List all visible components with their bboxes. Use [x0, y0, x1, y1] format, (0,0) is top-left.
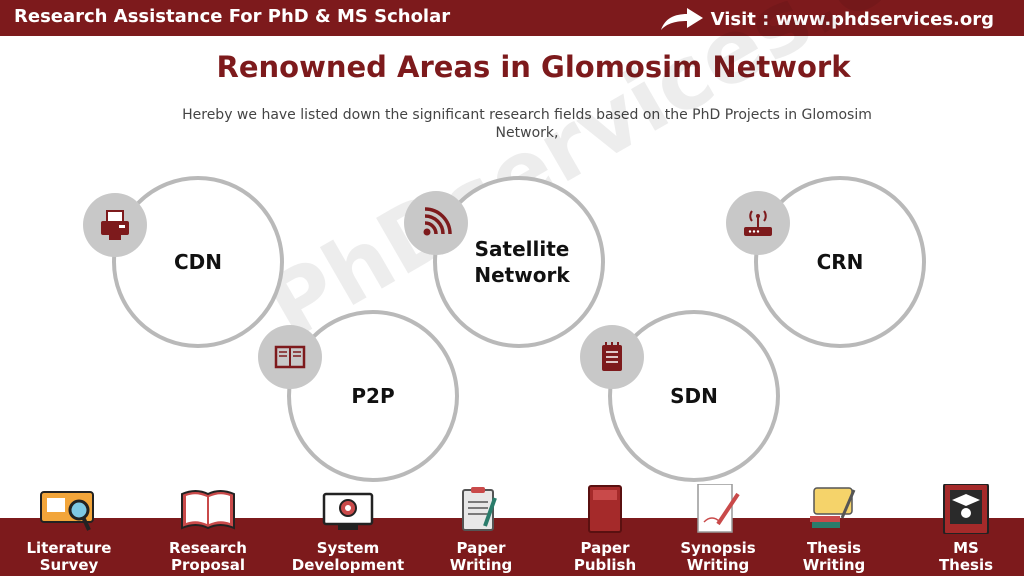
- footer-item-literature-survey[interactable]: Literature Survey: [0, 484, 139, 574]
- red-book-icon: [588, 485, 622, 533]
- book-icon: [258, 325, 322, 389]
- fax-icon: [83, 193, 147, 257]
- area-label: SDN: [670, 384, 718, 408]
- page-subtitle: Hereby we have listed down the significa…: [182, 107, 872, 141]
- wifi-signal-icon: [404, 191, 468, 255]
- computer-gear-icon: [322, 492, 374, 530]
- footer-label: MS Thesis: [938, 539, 994, 574]
- area-label: P2P: [351, 384, 395, 408]
- footer-label: Paper Writing: [449, 539, 513, 574]
- router-icon: [726, 191, 790, 255]
- area-circle-satellite: Satellite Network: [433, 176, 605, 348]
- footer-item-ms-thesis[interactable]: MS Thesis: [896, 484, 1024, 574]
- footer-label: System Development: [291, 539, 405, 574]
- footer-item-thesis-writing[interactable]: Thesis Writing: [764, 484, 904, 574]
- graduate-book-icon: [943, 484, 989, 534]
- footer-label: Paper Publish: [573, 539, 637, 574]
- pen-paper-icon: [697, 484, 740, 533]
- services-footer: [0, 518, 1024, 576]
- scroll-books-icon: [810, 487, 856, 528]
- notepad-icon: [580, 325, 644, 389]
- visit-link[interactable]: Visit : www.phdservices.org: [659, 6, 994, 32]
- area-circle-cdn: CDN: [112, 176, 284, 348]
- visit-text: Visit : www.phdservices.org: [710, 8, 994, 30]
- footer-item-paper-publish[interactable]: Paper Publish: [535, 484, 675, 574]
- footer-item-system-development[interactable]: System Development: [278, 484, 418, 574]
- footer-item-synopsis-writing[interactable]: Synopsis Writing: [648, 484, 788, 574]
- open-book-icon: [181, 490, 235, 530]
- area-label: Satellite Network: [474, 237, 570, 287]
- area-label: CRN: [816, 250, 864, 274]
- footer-label: Research Proposal: [169, 539, 247, 574]
- footer-item-research-proposal[interactable]: Research Proposal: [138, 484, 278, 574]
- top-banner: Research Assistance For PhD & MS Scholar…: [0, 0, 1024, 36]
- brand-text: Research Assistance For PhD & MS Scholar: [14, 6, 451, 27]
- footer-label: Literature Survey: [26, 539, 112, 574]
- footer-label: Synopsis Writing: [680, 539, 756, 574]
- footer-label: Thesis Writing: [802, 539, 866, 574]
- area-label: CDN: [173, 250, 223, 274]
- footer-item-paper-writing[interactable]: Paper Writing: [411, 484, 551, 574]
- clipboard-pen-icon: [462, 487, 497, 531]
- magnifier-book-icon: [40, 491, 94, 531]
- arrow-icon: [660, 8, 703, 30]
- page-title: Renowned Areas in Glomosim Network: [216, 50, 851, 84]
